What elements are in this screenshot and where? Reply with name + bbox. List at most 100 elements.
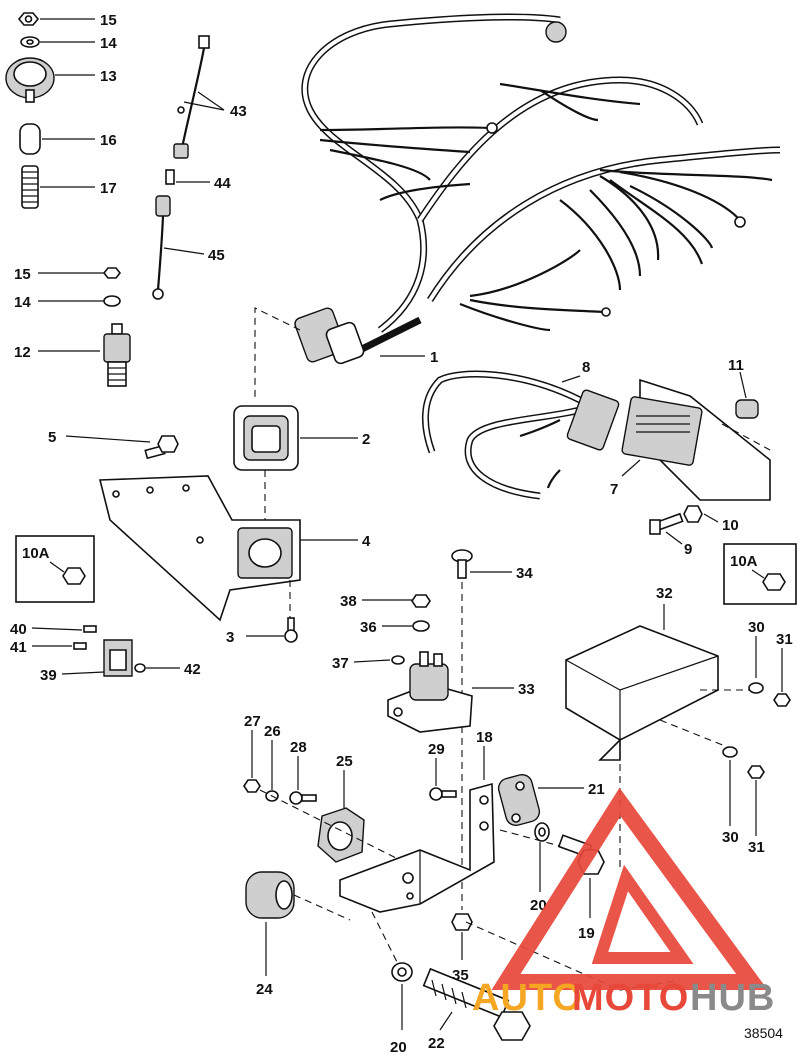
part-10-nut [683, 505, 703, 523]
part-7-ignition-module [621, 378, 771, 501]
callout-40: 40 [10, 621, 27, 638]
callout-16: 16 [100, 132, 117, 149]
callout-5: 5 [48, 429, 56, 446]
part-14-washer [103, 295, 121, 307]
part-13-sender [5, 57, 55, 103]
callout-15: 15 [14, 266, 31, 283]
part-36-nut [412, 620, 430, 632]
part-31-nut [773, 693, 791, 707]
part-37-washer [391, 655, 405, 665]
part-40-screw [83, 625, 97, 633]
part-12-temperature-switch [103, 323, 131, 387]
callout-34: 34 [516, 565, 533, 582]
inset-box-10a-right [723, 543, 797, 605]
callout-10: 10 [722, 517, 739, 534]
callout-44: 44 [214, 175, 231, 192]
part-22-bolt [422, 967, 531, 1041]
part-24-spacer [245, 871, 295, 919]
callout-8: 8 [582, 359, 590, 376]
part-15-nut [102, 267, 122, 279]
callout-31: 31 [776, 631, 793, 648]
part-41-screw [73, 642, 87, 650]
callout-13: 13 [100, 68, 117, 85]
part-42-nut [134, 663, 146, 673]
callout-14: 14 [14, 294, 31, 311]
part-45-ground-wire [152, 195, 171, 300]
part-9-screw [649, 512, 684, 535]
part-4-mounting-bracket [98, 475, 301, 622]
part-31-nut-lower [747, 765, 765, 779]
callout-31: 31 [748, 839, 765, 856]
callout-41: 41 [10, 639, 27, 656]
callout-26: 26 [264, 723, 281, 740]
watermark-brand: AUTO MOTO HUB [472, 977, 775, 1019]
part-10a-nut-right [762, 573, 786, 591]
callout-32: 32 [656, 585, 673, 602]
callout-27: 27 [244, 713, 261, 730]
figure-number: 38504 [744, 1025, 783, 1041]
callout-18: 18 [476, 729, 493, 746]
callout-14: 14 [100, 35, 117, 52]
callout-24: 24 [256, 981, 273, 998]
callout-37: 37 [332, 655, 349, 672]
part-21-spacer [497, 773, 541, 827]
callout-2: 2 [362, 431, 370, 448]
callout-33: 33 [518, 681, 535, 698]
callout-25: 25 [336, 753, 353, 770]
part-8-sub-harness [422, 370, 620, 500]
callout-38: 38 [340, 593, 357, 610]
callout-10a: 10A [22, 545, 50, 562]
part-20-washer [534, 822, 550, 842]
watermark-text-hub: HUB [690, 977, 775, 1019]
part-39-clip [103, 639, 133, 677]
callout-3: 3 [226, 629, 234, 646]
watermark-text-moto: MOTO [572, 977, 689, 1019]
callout-45: 45 [208, 247, 225, 264]
callout-9: 9 [684, 541, 692, 558]
callout-42: 42 [184, 661, 201, 678]
callout-11: 11 [728, 357, 744, 374]
part-5-screw [144, 435, 179, 460]
part-34-screw [451, 549, 473, 579]
part-11-spacer [735, 399, 759, 419]
part-30-washer-lower [722, 746, 738, 758]
part-15-top-nut [17, 12, 40, 26]
part-14-top-washer [20, 36, 40, 48]
callout-4: 4 [362, 533, 371, 550]
callout-28: 28 [290, 739, 307, 756]
callout-30: 30 [748, 619, 765, 636]
part-16-coupler [19, 123, 41, 155]
part-18-plate [339, 782, 495, 913]
part-3-screw [284, 617, 298, 643]
callout-17: 17 [100, 180, 117, 197]
part-17-stud [21, 165, 39, 209]
callout-15: 15 [100, 12, 117, 29]
part-28-screw [289, 791, 317, 805]
callout-7: 7 [610, 481, 618, 498]
watermark-logo [491, 787, 768, 990]
part-44-terminal [165, 169, 175, 185]
part-30-washer [748, 682, 764, 694]
callout-43: 43 [230, 103, 247, 120]
callout-19: 19 [578, 925, 595, 942]
watermark-text-auto: AUTO [472, 977, 583, 1019]
callout-36: 36 [360, 619, 377, 636]
callout-21: 21 [588, 781, 605, 798]
callout-22: 22 [428, 1035, 445, 1052]
callout-29: 29 [428, 741, 445, 758]
part-2-plug-boot [233, 405, 299, 471]
part-32-cover [565, 625, 719, 761]
part-33-starter-solenoid [387, 651, 473, 733]
part-27-nut [243, 779, 261, 793]
callout-12: 12 [14, 344, 31, 361]
part-35-nut [451, 913, 473, 931]
part-29-screw [429, 787, 457, 801]
callout-20: 20 [390, 1039, 407, 1056]
part-43-sender-wire [173, 35, 210, 159]
callout-30: 30 [722, 829, 739, 846]
callout-1: 1 [430, 349, 438, 366]
callout-10a: 10A [730, 553, 758, 570]
part-10a-nut-left [62, 567, 86, 585]
part-25-circuit-breaker [317, 807, 365, 863]
